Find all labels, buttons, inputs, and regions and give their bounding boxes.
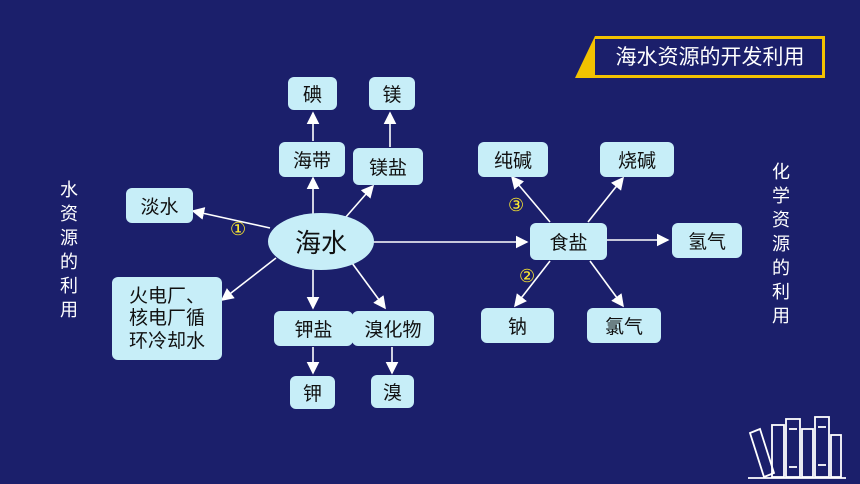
marker-2: ②: [519, 266, 536, 287]
node-soda-ash: 纯碱: [478, 142, 548, 177]
arrow-center-bromide: [351, 262, 386, 310]
arrow-salt-caustic-soda: [587, 176, 624, 223]
banner-title: 海水资源的开发利用: [615, 45, 805, 69]
title-banner: 海水资源的开发利用: [575, 36, 825, 78]
node-potassium-salt: 钾盐: [274, 311, 353, 346]
node-caustic-soda: 烧碱: [600, 142, 674, 177]
arrow-salt-sodium: [514, 260, 551, 308]
books-icon: [748, 416, 846, 479]
node-magnesium: 镁: [369, 77, 415, 110]
node-kelp: 海带: [279, 142, 345, 177]
node-sodium: 钠: [481, 308, 554, 343]
arrow-salt-soda-ash: [510, 175, 551, 223]
arrow-center-cooling: [220, 257, 277, 301]
banner-background: [575, 36, 825, 78]
node-potassium: 钾: [290, 376, 335, 409]
arrow-salt-chlorine: [589, 260, 624, 308]
arrow-center-fresh-water: [191, 207, 271, 229]
node-chlorine: 氯气: [587, 308, 661, 343]
node-hydrogen: 氢气: [672, 223, 742, 258]
node-seawater: 海水: [268, 213, 374, 270]
left-side-label: 水资源的利用: [57, 180, 78, 324]
node-magnesium-salt: 镁盐: [353, 148, 423, 185]
marker-3: ③: [508, 195, 525, 216]
arrow-center-magnesium-salt: [344, 184, 375, 219]
node-bromide: 溴化物: [352, 311, 434, 346]
node-fresh-water: 淡水: [126, 188, 193, 223]
right-side-label: 化学资源的利用: [769, 162, 790, 330]
node-iodine: 碘: [288, 77, 337, 110]
node-bromine: 溴: [371, 375, 414, 408]
node-salt: 食盐: [530, 223, 607, 260]
node-cooling-water: 火电厂、 核电厂循 环冷却水: [112, 277, 222, 360]
marker-1: ①: [230, 219, 247, 240]
